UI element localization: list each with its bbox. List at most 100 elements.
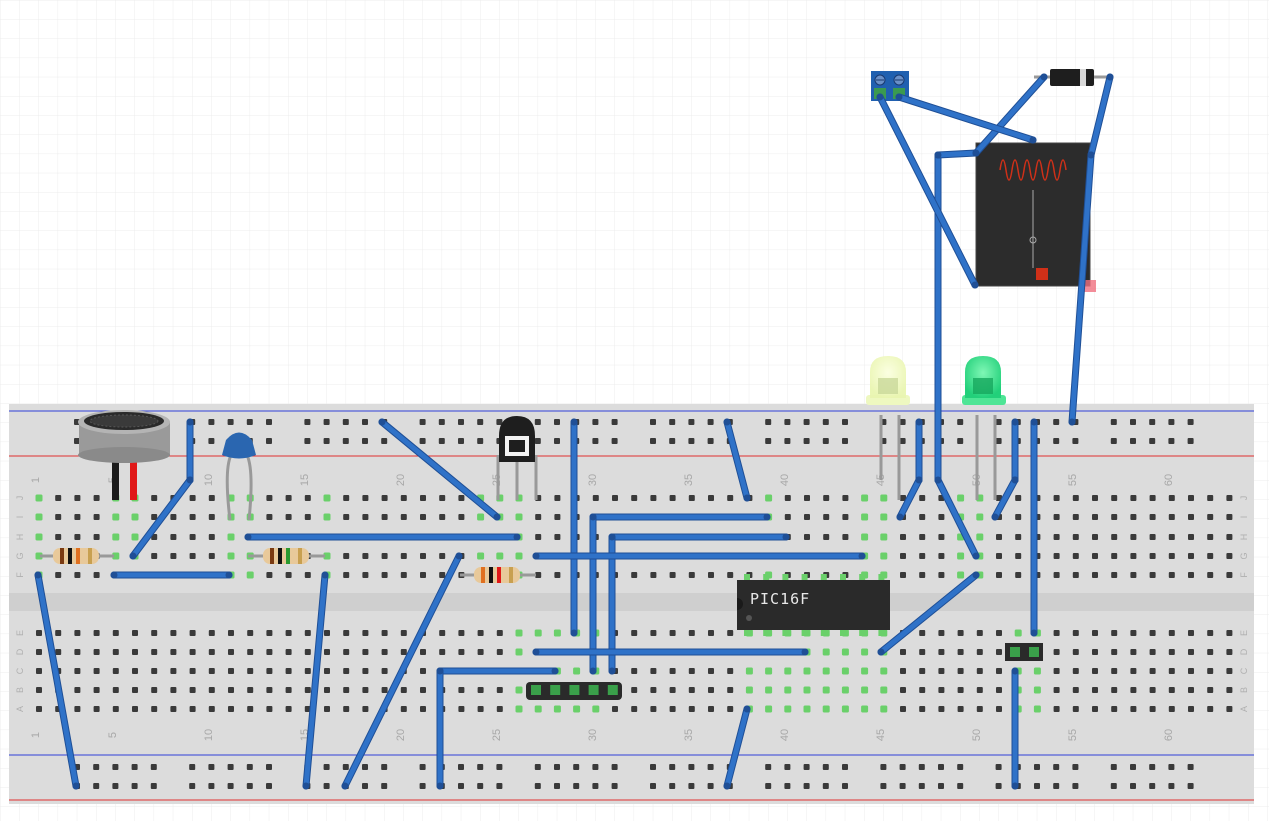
wire: [1088, 74, 1113, 158]
row-letter: D: [15, 648, 25, 655]
hole: [1053, 495, 1060, 501]
hole: [1130, 687, 1137, 693]
connected-hole: [323, 513, 331, 521]
rail-hole: [150, 764, 157, 770]
hole: [1072, 668, 1079, 674]
connected-hole: [515, 513, 523, 521]
column-number: 50: [971, 729, 983, 741]
hole: [612, 706, 618, 712]
wire-end: [570, 629, 578, 637]
connected-hole: [323, 494, 331, 502]
hole: [1226, 649, 1233, 655]
hole: [1092, 495, 1098, 501]
hole: [1226, 495, 1233, 501]
hole: [132, 630, 138, 636]
hole: [228, 668, 234, 674]
hole: [458, 706, 465, 712]
hole: [708, 572, 714, 578]
rail-hole: [995, 438, 1002, 444]
rail-hole: [822, 783, 829, 789]
rail-hole: [131, 783, 138, 789]
rail-hole: [458, 783, 464, 789]
hole: [1188, 534, 1194, 540]
hole: [189, 495, 196, 501]
hole: [1207, 649, 1214, 655]
row-letter: D: [1239, 648, 1249, 655]
hole: [1111, 534, 1118, 540]
hole: [55, 495, 62, 501]
hole: [688, 495, 695, 501]
ic-pin: [859, 630, 866, 636]
hole: [189, 630, 196, 636]
rail-hole: [669, 438, 676, 444]
hole: [1188, 572, 1194, 578]
row-letter: A: [1239, 706, 1249, 712]
rail-hole: [918, 764, 925, 770]
hole: [420, 514, 426, 520]
column-number: 20: [395, 474, 407, 486]
hole: [266, 572, 273, 578]
hole: [1092, 553, 1098, 559]
hole: [1149, 553, 1156, 559]
hole: [93, 630, 100, 636]
hole: [650, 495, 657, 501]
wire-end: [1068, 418, 1076, 426]
connected-hole: [227, 552, 235, 560]
hole: [1149, 630, 1156, 636]
wire-end: [895, 93, 903, 101]
hole: [1053, 534, 1060, 540]
hole: [208, 668, 215, 674]
hole: [1168, 687, 1175, 693]
hole: [919, 553, 926, 559]
connected-hole: [861, 667, 869, 675]
connected-hole: [784, 705, 792, 713]
hole: [727, 687, 734, 693]
wire-end: [493, 513, 501, 521]
rail-hole: [1168, 438, 1175, 444]
rail-hole: [381, 764, 388, 770]
rail-hole: [189, 783, 196, 789]
hole: [362, 495, 369, 501]
hole: [1072, 553, 1079, 559]
hole: [458, 630, 465, 636]
column-number: 25: [491, 729, 503, 741]
hole: [1226, 514, 1233, 520]
hole: [996, 668, 1002, 674]
hole: [1072, 687, 1079, 693]
connected-hole: [861, 686, 869, 694]
npn-transistor: [496, 416, 538, 500]
row-letter: H: [15, 534, 25, 541]
rail-hole: [208, 783, 215, 789]
hole: [343, 572, 350, 578]
rail-hole: [592, 764, 599, 770]
header-pin: [607, 685, 618, 695]
connected-hole: [1033, 686, 1041, 694]
hole: [266, 630, 273, 636]
hole: [74, 668, 81, 674]
connected-hole: [323, 552, 331, 560]
hole: [1207, 514, 1214, 520]
hole: [362, 630, 369, 636]
wire-end: [934, 151, 942, 159]
hole: [727, 630, 734, 636]
hole: [247, 706, 254, 712]
hole: [900, 649, 906, 655]
hole: [631, 687, 638, 693]
rail-hole: [803, 783, 810, 789]
hole: [708, 630, 714, 636]
hole: [727, 668, 734, 674]
ic-pin: [820, 630, 827, 636]
rail-hole: [419, 438, 426, 444]
hole: [976, 706, 983, 712]
hole: [93, 534, 100, 540]
row-letter: B: [1239, 687, 1249, 693]
row-letter: F: [1239, 572, 1249, 578]
wire-end: [858, 552, 866, 560]
wire-end: [782, 533, 790, 541]
header-pin: [550, 685, 561, 695]
hole: [266, 668, 273, 674]
rail-hole: [1187, 419, 1194, 425]
hole: [1188, 706, 1194, 712]
hole: [1111, 668, 1118, 674]
connected-hole: [515, 629, 523, 637]
